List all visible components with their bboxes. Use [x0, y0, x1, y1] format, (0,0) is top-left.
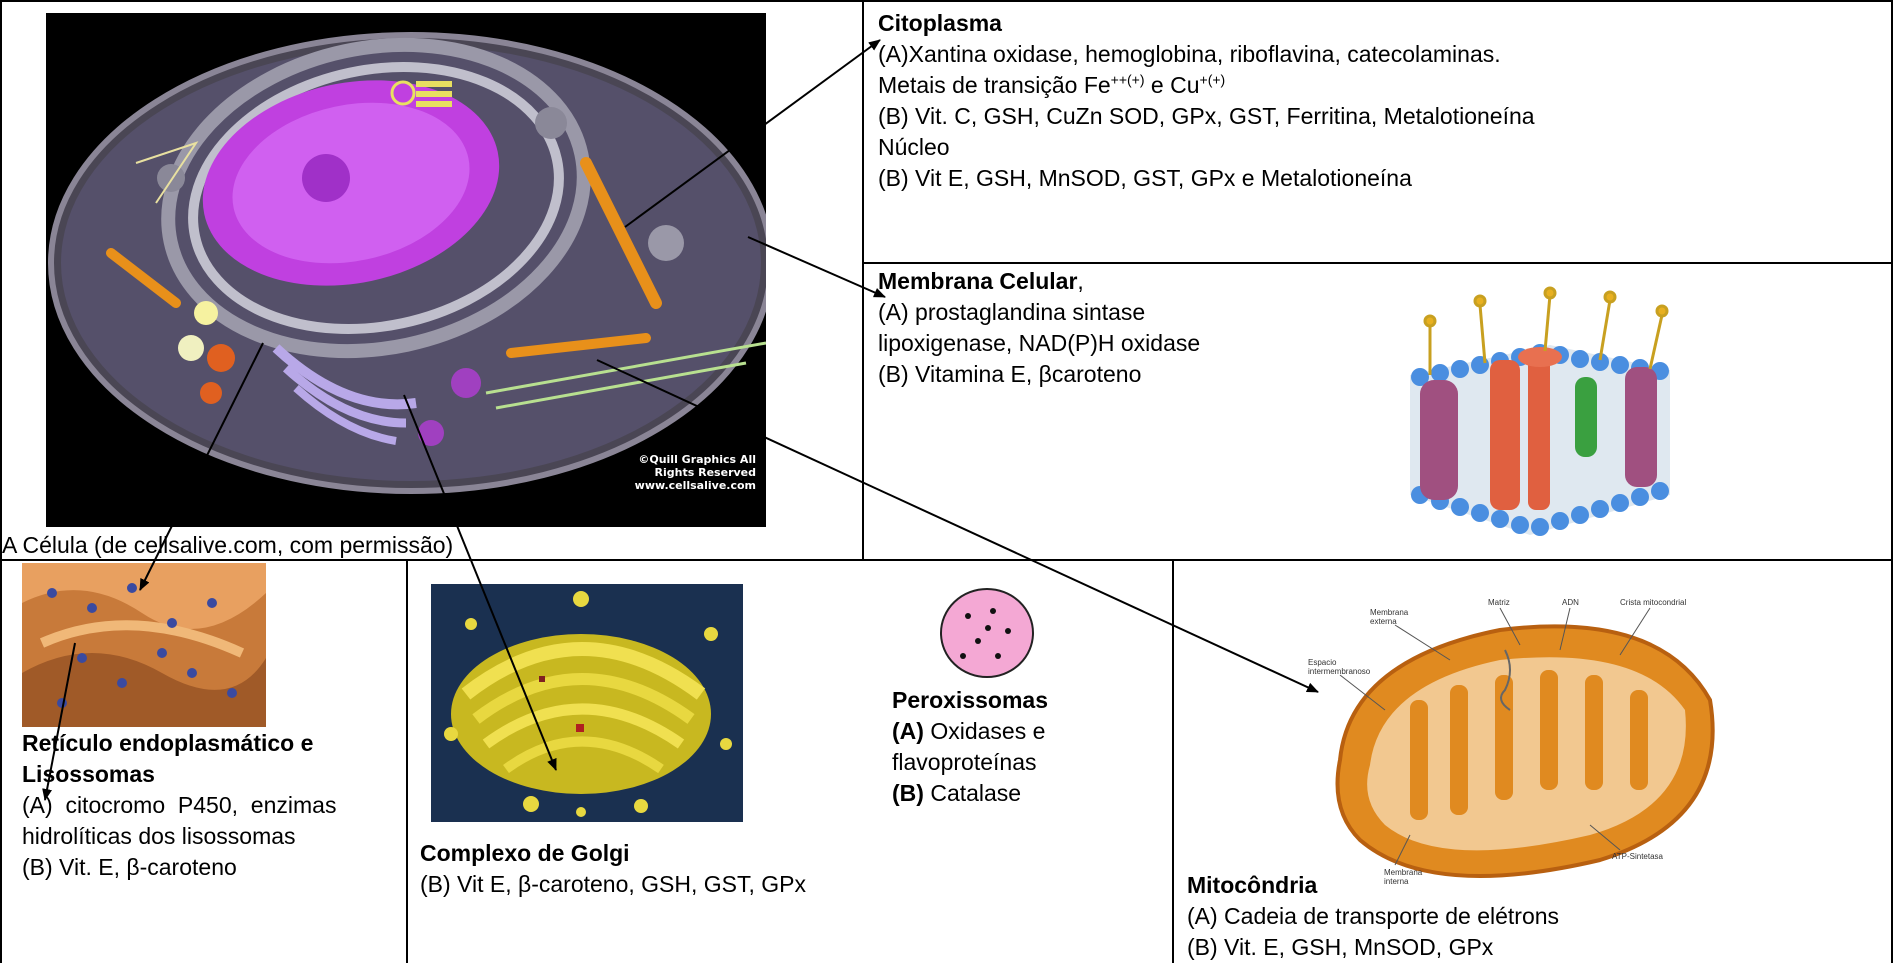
golgi-line-1: (B) Vit E, β-caroteno, GSH, GST, GPx — [420, 869, 806, 900]
nucleo-line: (B) Vit E, GSH, MnSOD, GST, GPx e Metalo… — [878, 163, 1535, 194]
golgi-illustration — [431, 584, 743, 822]
arrow-to-membrana — [748, 237, 885, 297]
cell-divider-bottom-1 — [406, 559, 408, 963]
nucleo-title: Núcleo — [878, 132, 1535, 163]
membrana-title: Membrana Celular — [878, 268, 1077, 294]
membrane-illustration — [1400, 285, 1680, 545]
citoplasma-line-2: Metais de transição Fe++(+) e Cu+(+) — [878, 70, 1535, 101]
mito-label-atp: ATP-Sintetasa — [1612, 852, 1663, 861]
reticulo-block: Retículo endoplasmático e Lisossomas (A)… — [22, 728, 336, 883]
citoplasma-line-3: (B) Vit. C, GSH, CuZn SOD, GPx, GST, Fer… — [878, 101, 1535, 132]
mito-label-crista: Crista mitocondrial — [1620, 598, 1686, 607]
membrana-line-1: (A) prostaglandina sintase — [878, 297, 1200, 328]
citoplasma-block: Citoplasma (A)Xantina oxidase, hemoglobi… — [878, 8, 1535, 194]
reticulo-line-1: (A) citocromo P450, enzimas — [22, 790, 336, 821]
reticulo-line-3: (B) Vit. E, β-caroteno — [22, 852, 336, 883]
peroxissoma-illustration — [938, 586, 1036, 680]
reticulo-title-1: Retículo endoplasmático e — [22, 730, 313, 756]
mito-label-adn: ADN — [1562, 598, 1579, 607]
peroxissomas-block: Peroxissomas (A) Oxidases e flavoproteín… — [892, 685, 1048, 809]
membrana-line-2: lipoxigenase, NAD(P)H oxidase — [878, 328, 1200, 359]
mitocondria-line-1: (A) Cadeia de transporte de elétrons — [1187, 901, 1559, 932]
mito-label-espaco: Espacio intermembranoso — [1308, 658, 1368, 676]
table-top-border — [0, 0, 1893, 2]
cell-illustration: ©Quill Graphics All Rights Reserved www.… — [46, 13, 766, 527]
mitocondria-block: Mitocôndria (A) Cadeia de transporte de … — [1187, 870, 1559, 963]
reticulo-line-2: hidrolíticas dos lisossomas — [22, 821, 336, 852]
citoplasma-line-1: (A)Xantina oxidase, hemoglobina, ribofla… — [878, 39, 1535, 70]
mitocondria-illustration: Membrana externa Matriz ADN Crista mitoc… — [1300, 590, 1740, 895]
cell-caption: A Célula (de cellsalive.com, com permiss… — [2, 530, 453, 561]
mitocondria-line-2: (B) Vit. E, GSH, MnSOD, GPx — [1187, 932, 1559, 963]
golgi-title: Complexo de Golgi — [420, 840, 630, 866]
mito-label-matriz: Matriz — [1488, 598, 1510, 607]
mito-label-membrana-externa: Membrana externa — [1370, 608, 1430, 626]
cell-divider-bottom-2 — [1172, 559, 1174, 963]
mitocondria-title: Mitocôndria — [1187, 872, 1317, 898]
citoplasma-title: Citoplasma — [878, 10, 1002, 36]
image-credit: ©Quill Graphics All Rights Reserved www.… — [606, 453, 756, 492]
golgi-block: Complexo de Golgi (B) Vit E, β-caroteno,… — [420, 838, 806, 900]
membrana-line-3: (B) Vitamina E, βcaroteno — [878, 359, 1200, 390]
reticulo-illustration — [22, 563, 266, 727]
cell-divider-top — [862, 0, 864, 560]
reticulo-title-2: Lisossomas — [22, 761, 155, 787]
membrana-block: Membrana Celular, (A) prostaglandina sin… — [878, 266, 1200, 390]
table-left-border — [0, 0, 2, 963]
peroxissomas-line-2: flavoproteínas — [892, 747, 1048, 778]
cell-divider-citoplasma-membrana — [862, 262, 1893, 264]
peroxissomas-title: Peroxissomas — [892, 687, 1048, 713]
